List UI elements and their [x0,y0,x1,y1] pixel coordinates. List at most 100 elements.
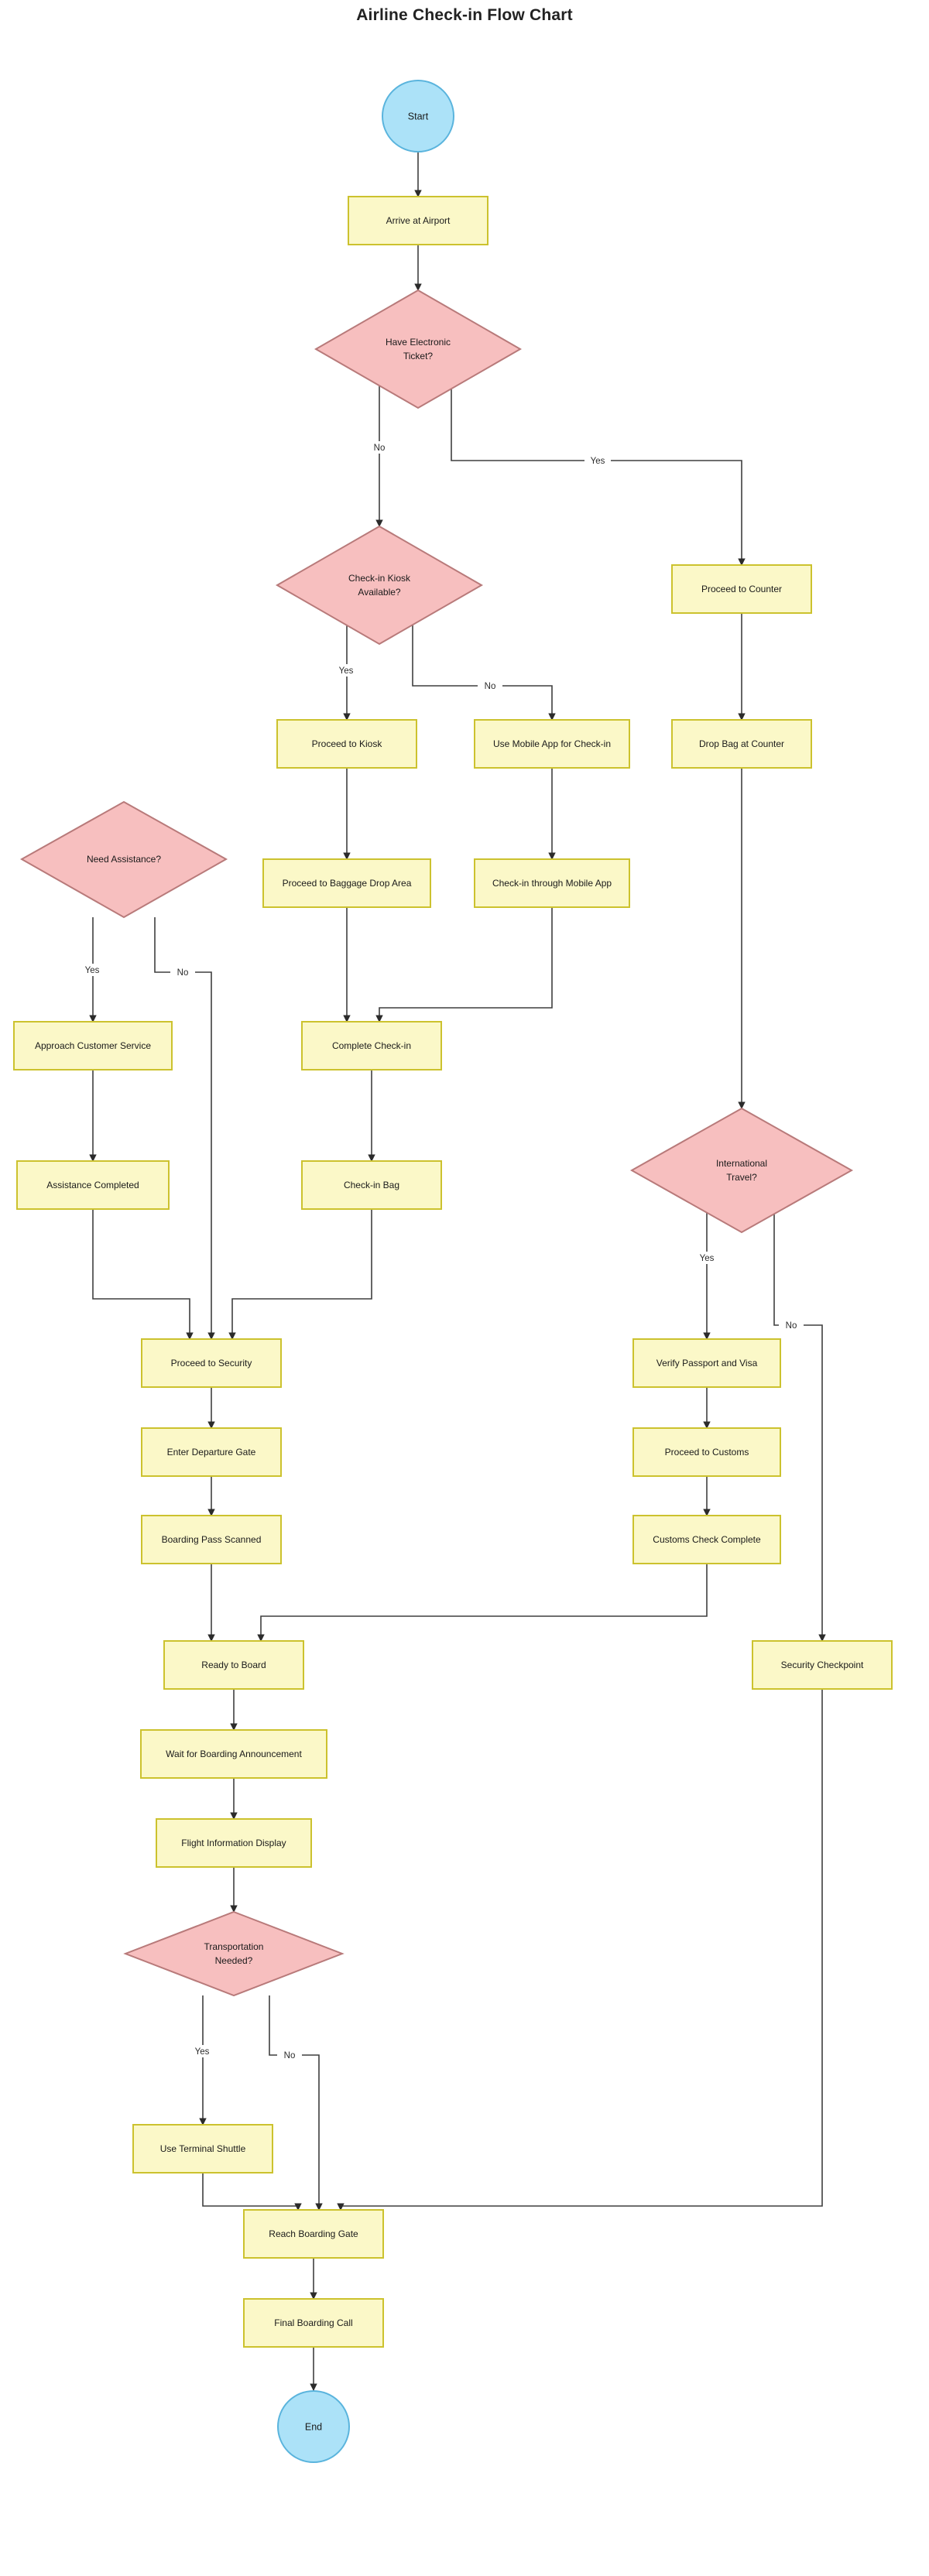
node-arrive-at-airport[interactable]: Arrive at Airport [348,196,488,245]
reach-boarding-gate-shape[interactable] [243,2209,384,2259]
proceed-to-customs-label: Proceed to Customs [665,1447,749,1458]
complete-checkin-shape[interactable] [301,1021,442,1070]
use-mobile-app-shape[interactable] [474,719,630,769]
international-travel-label-line1: International [716,1158,767,1169]
transportation-needed-label-line1: Transportation [204,1941,264,1952]
node-proceed-to-baggage-drop-area[interactable]: Proceed to Baggage Drop Area [262,858,431,908]
transportation-needed-label-line2: Needed? [215,1955,253,1966]
node-enter-departure-gate[interactable]: Enter Departure Gate [141,1427,282,1477]
need-assistance-label: Need Assistance? [87,854,161,865]
node-need-assistance[interactable]: Need Assistance? [19,800,228,919]
checkin-kiosk-available-label-line2: Available? [358,587,400,598]
proceed-to-baggage-drop-area-shape[interactable] [262,858,431,908]
node-customs-check-complete[interactable]: Customs Check Complete [632,1515,781,1564]
edge-label-bg [277,2049,302,2061]
customs-check-complete-label: Customs Check Complete [653,1534,761,1545]
boarding-pass-scanned-shape[interactable] [141,1515,282,1564]
node-complete-checkin[interactable]: Complete Check-in [301,1021,442,1070]
node-start[interactable]: Start [382,80,454,152]
use-terminal-shuttle-shape[interactable] [132,2124,273,2174]
node-final-boarding-call[interactable]: Final Boarding Call [243,2298,384,2348]
edge-label-eticket-yes: Yes [591,457,605,466]
edge-eticket-yes [451,373,746,566]
node-wait-for-boarding-announcement[interactable]: Wait for Boarding Announcement [140,1729,327,1779]
node-verify-passport-and-visa[interactable]: Verify Passport and Visa [632,1338,781,1388]
node-drop-bag-at-counter[interactable]: Drop Bag at Counter [671,719,812,769]
flight-information-display-shape[interactable] [156,1818,312,1868]
final-boarding-call-label: Final Boarding Call [274,2317,352,2328]
need-assistance-shape[interactable] [19,800,228,919]
node-end[interactable]: End [277,2390,350,2463]
approach-customer-service-shape[interactable] [13,1021,173,1070]
node-boarding-pass-scanned[interactable]: Boarding Pass Scanned [141,1515,282,1564]
node-approach-customer-service[interactable]: Approach Customer Service [13,1021,173,1070]
node-proceed-to-counter[interactable]: Proceed to Counter [671,564,812,614]
checkin-bag-shape[interactable] [301,1160,442,1210]
node-use-mobile-app[interactable]: Use Mobile App for Check-in [474,719,630,769]
edge-label-assistance-yes: Yes [85,966,100,975]
checkin-kiosk-available-label-line1: Check-in Kiosk [348,573,411,584]
node-assistance-completed[interactable]: Assistance Completed [16,1160,170,1210]
node-international-travel[interactable]: International Travel? [629,1107,854,1234]
wait-for-boarding-announcement-shape[interactable] [140,1729,327,1779]
have-electronic-ticket-label-line2: Ticket? [403,351,434,361]
security-checkpoint-shape[interactable] [752,1640,893,1690]
edge-label-kiosk-no: No [485,682,496,691]
edge-securitycheckpoint-reachgate [337,1689,823,2211]
node-use-terminal-shuttle[interactable]: Use Terminal Shuttle [132,2124,273,2174]
edge-label-international-yes: Yes [700,1254,715,1263]
checkin-through-mobile-app-shape[interactable] [474,858,630,908]
node-checkin-kiosk-available[interactable]: Check-in Kiosk Available? [275,525,484,646]
node-checkin-through-mobile-app[interactable]: Check-in through Mobile App [474,858,630,908]
have-electronic-ticket-shape[interactable] [314,289,523,409]
edge-customscomplete-readytoboard [257,1564,708,1642]
proceed-to-kiosk-shape[interactable] [276,719,417,769]
assistance-completed-shape[interactable] [16,1160,170,1210]
node-flight-information-display[interactable]: Flight Information Display [156,1818,312,1868]
edge-mobilecheckin-complete [375,907,553,1023]
node-reach-boarding-gate[interactable]: Reach Boarding Gate [243,2209,384,2259]
use-terminal-shuttle-label: Use Terminal Shuttle [160,2143,246,2154]
edge-label-kiosk-yes: Yes [339,666,354,676]
node-security-checkpoint[interactable]: Security Checkpoint [752,1640,893,1690]
edge-label-bg [584,454,611,467]
edge-international-no [773,1192,826,1642]
edge-label-transport-no: No [284,2051,296,2060]
node-proceed-to-security[interactable]: Proceed to Security [141,1338,282,1388]
node-ready-to-board[interactable]: Ready to Board [163,1640,304,1690]
security-checkpoint-label: Security Checkpoint [781,1660,864,1670]
proceed-to-customs-shape[interactable] [632,1427,781,1477]
start-terminal-shape[interactable] [382,80,454,152]
node-have-electronic-ticket[interactable]: Have Electronic Ticket? [314,289,523,409]
edge-checkinbag-security [228,1209,372,1340]
edge-assistcomplete-security [92,1209,194,1340]
ready-to-board-label: Ready to Board [201,1660,266,1670]
verify-passport-and-visa-shape[interactable] [632,1338,781,1388]
checkin-bag-label: Check-in Bag [344,1180,399,1190]
enter-departure-gate-shape[interactable] [141,1427,282,1477]
node-proceed-to-customs[interactable]: Proceed to Customs [632,1427,781,1477]
end-terminal-shape[interactable] [277,2390,350,2463]
proceed-to-counter-label: Proceed to Counter [701,584,782,594]
customs-check-complete-shape[interactable] [632,1515,781,1564]
proceed-to-security-shape[interactable] [141,1338,282,1388]
edge-label-eticket-no: No [374,444,386,453]
checkin-kiosk-available-shape[interactable] [275,525,484,646]
node-transportation-needed[interactable]: Transportation Needed? [123,1910,345,1997]
edge-assistance-no [154,917,215,1340]
boarding-pass-scanned-label: Boarding Pass Scanned [162,1534,262,1545]
arrive-at-airport-shape[interactable] [348,196,488,245]
transportation-needed-shape[interactable] [123,1910,345,1997]
proceed-to-counter-shape[interactable] [671,564,812,614]
final-boarding-call-shape[interactable] [243,2298,384,2348]
international-travel-shape[interactable] [629,1107,854,1234]
proceed-to-security-label: Proceed to Security [171,1358,252,1368]
node-proceed-to-kiosk[interactable]: Proceed to Kiosk [276,719,417,769]
ready-to-board-shape[interactable] [163,1640,304,1690]
proceed-to-kiosk-label: Proceed to Kiosk [312,738,383,749]
edge-kiosk-no [412,610,556,721]
reach-boarding-gate-label: Reach Boarding Gate [269,2228,358,2239]
node-checkin-bag[interactable]: Check-in Bag [301,1160,442,1210]
drop-bag-at-counter-shape[interactable] [671,719,812,769]
